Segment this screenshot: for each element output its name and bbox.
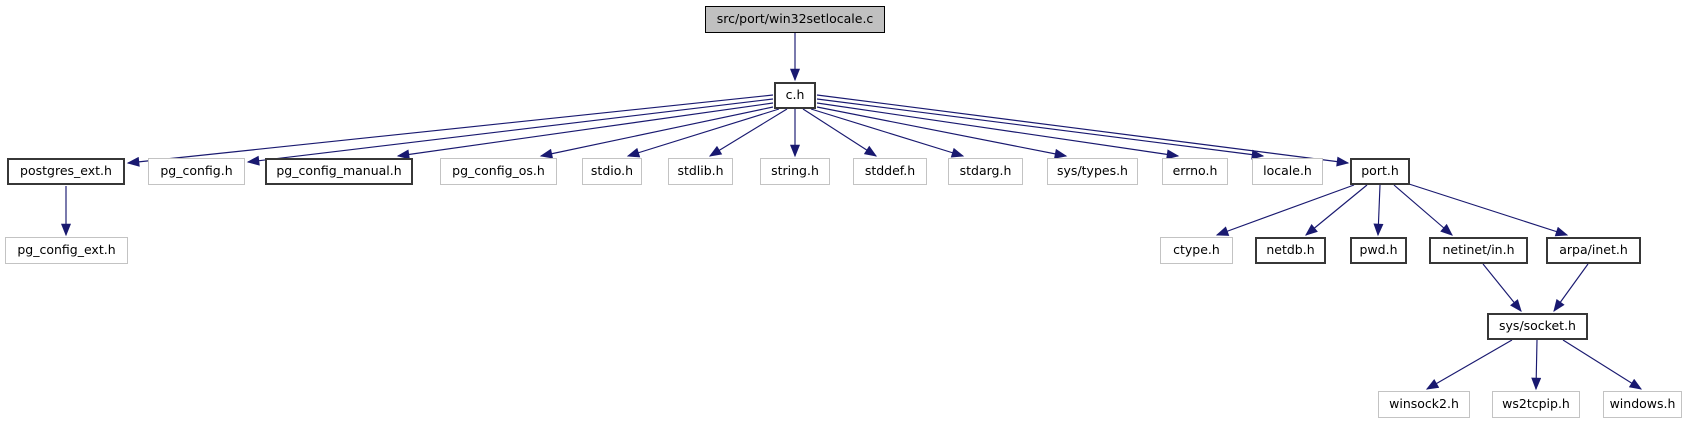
node-label: pg_config_os.h	[452, 163, 545, 179]
graph-node-errno: errno.h	[1162, 158, 1228, 185]
graph-node-postgres_ext[interactable]: postgres_ext.h	[7, 158, 125, 185]
graph-node-string: string.h	[760, 158, 830, 185]
graph-node-root: src/port/win32setlocale.c	[705, 6, 885, 33]
node-label: locale.h	[1263, 163, 1312, 179]
edge-c-to-stdarg	[810, 108, 965, 158]
node-label: stddef.h	[864, 163, 916, 179]
graph-node-sys_socket[interactable]: sys/socket.h	[1487, 313, 1588, 340]
edge-port-to-netdb	[1305, 184, 1368, 236]
graph-node-pg_config_os: pg_config_os.h	[440, 158, 557, 185]
edge-c-to-errno	[816, 102, 1180, 160]
node-label: sys/socket.h	[1499, 318, 1576, 334]
graph-node-c[interactable]: c.h	[774, 82, 816, 109]
node-label: netdb.h	[1266, 242, 1315, 258]
graph-node-winsock2: winsock2.h	[1378, 391, 1470, 418]
graph-node-sys_types: sys/types.h	[1047, 158, 1138, 185]
edge-sys_socket-to-windows	[1562, 339, 1643, 390]
node-label: sys/types.h	[1057, 163, 1128, 179]
graph-node-netinet_in[interactable]: netinet/in.h	[1429, 237, 1528, 264]
node-label: pg_config_manual.h	[276, 163, 402, 179]
graph-node-pg_config_ext: pg_config_ext.h	[5, 237, 128, 264]
node-label: ws2tcpip.h	[1502, 396, 1570, 412]
edge-port-to-netinet_in	[1393, 184, 1453, 236]
graph-node-stdarg: stdarg.h	[948, 158, 1023, 185]
node-label: port.h	[1361, 163, 1399, 179]
graph-node-netdb[interactable]: netdb.h	[1255, 237, 1326, 264]
node-label: winsock2.h	[1389, 396, 1459, 412]
graph-node-arpa_inet[interactable]: arpa/inet.h	[1546, 237, 1641, 264]
edge-c-to-stddef	[802, 108, 878, 157]
edge-port-to-ctype	[1215, 184, 1355, 236]
graph-node-stdlib: stdlib.h	[668, 158, 733, 185]
graph-node-stddef: stddef.h	[853, 158, 927, 185]
node-label: netinet/in.h	[1442, 242, 1515, 258]
graph-node-port[interactable]: port.h	[1350, 158, 1410, 185]
node-label: pg_config_ext.h	[17, 242, 116, 258]
node-label: ctype.h	[1173, 242, 1220, 258]
graph-node-pwd[interactable]: pwd.h	[1350, 237, 1407, 264]
node-label: pwd.h	[1359, 242, 1398, 258]
graph-node-locale: locale.h	[1252, 158, 1323, 185]
edge-arpa_inet-to-sys_socket	[1553, 263, 1589, 313]
node-label: pg_config.h	[160, 163, 233, 179]
edge-c-to-stdio	[626, 108, 780, 158]
node-label: c.h	[785, 87, 805, 103]
node-label: src/port/win32setlocale.c	[716, 11, 874, 27]
edge-c-to-stdlib	[708, 108, 788, 157]
edge-c-to-pg_config	[246, 98, 774, 166]
graph-node-pg_config_manual[interactable]: pg_config_manual.h	[265, 158, 413, 185]
graph-node-stdio: stdio.h	[582, 158, 642, 185]
edge-netinet_in-to-sys_socket	[1482, 263, 1522, 312]
node-label: string.h	[771, 163, 819, 179]
node-label: errno.h	[1172, 163, 1218, 179]
graph-node-ws2tcpip: ws2tcpip.h	[1492, 391, 1580, 418]
edge-port-to-arpa_inet	[1408, 183, 1569, 237]
node-label: postgres_ext.h	[20, 163, 112, 179]
graph-node-ctype: ctype.h	[1160, 237, 1233, 264]
node-label: stdio.h	[590, 163, 634, 179]
node-label: stdlib.h	[677, 163, 724, 179]
node-label: stdarg.h	[959, 163, 1012, 179]
graph-node-windows: windows.h	[1603, 391, 1682, 418]
edge-c-to-port	[816, 94, 1350, 167]
edge-c-to-postgres_ext	[126, 94, 774, 167]
node-label: arpa/inet.h	[1559, 242, 1628, 258]
edge-sys_socket-to-winsock2	[1425, 339, 1513, 390]
edge-port-to-pwd	[1373, 184, 1384, 237]
edge-c-to-locale	[816, 98, 1265, 160]
edge-c-to-sys_types	[816, 106, 1068, 159]
edge-sys_socket-to-ws2tcpip	[1531, 339, 1542, 391]
node-label: windows.h	[1609, 396, 1676, 412]
graph-node-pg_config: pg_config.h	[148, 158, 245, 185]
edge-c-to-pg_config_manual	[396, 102, 774, 160]
edge-c-to-pg_config_os	[539, 106, 774, 159]
